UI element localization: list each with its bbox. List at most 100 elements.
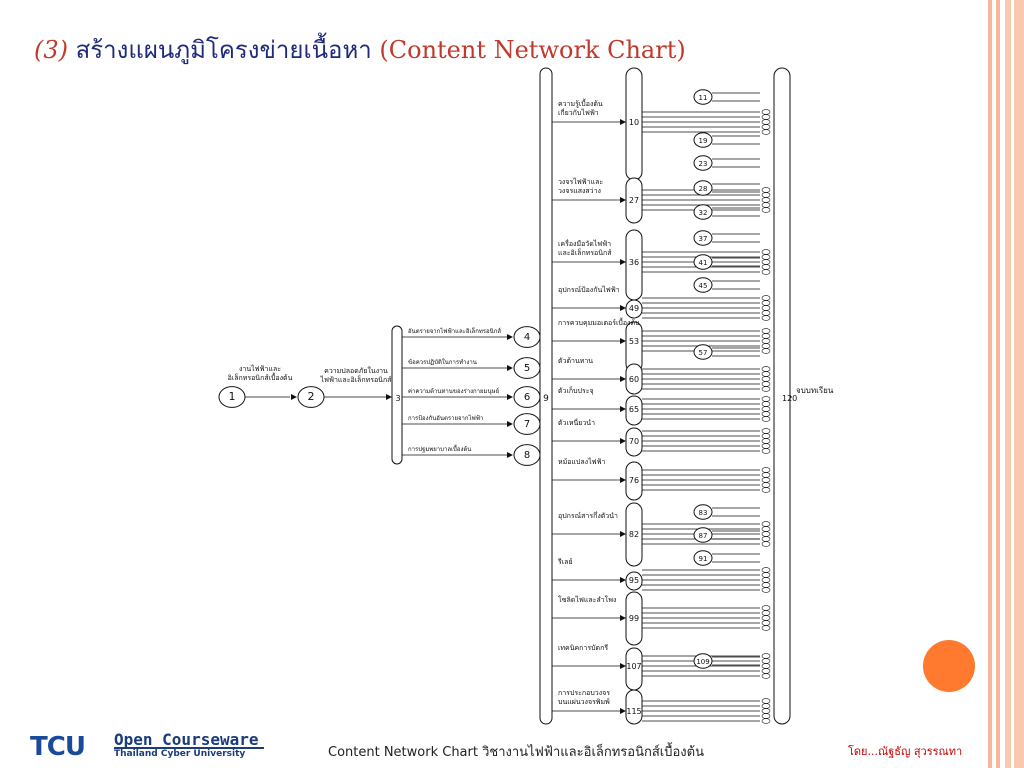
sub-node-41-label: 41 <box>699 259 708 267</box>
leaf-node <box>761 338 771 344</box>
tcu-logo-text: TCU <box>30 732 86 762</box>
leaf-node <box>761 114 771 120</box>
topic-number: 53 <box>629 337 639 346</box>
sub-node-45 <box>693 277 713 293</box>
topic-number: 76 <box>629 476 639 485</box>
chart-arrowhead <box>386 394 392 400</box>
leaf-node <box>761 698 771 704</box>
leaf-node <box>761 718 771 724</box>
safety-topic-label: อันตรายจากไฟฟ้าและอิเล็กทรอนิกส์ <box>408 326 501 335</box>
chart-arrowhead <box>620 438 626 444</box>
sub-node-32-label: 32 <box>699 209 708 217</box>
topic-number: 99 <box>629 614 639 623</box>
chart-arrowhead <box>507 421 513 427</box>
leaf-node <box>761 587 771 593</box>
leaf-node <box>761 541 771 547</box>
topic-bar <box>625 502 643 567</box>
sub-node-11-label: 11 <box>699 94 708 102</box>
sub-node-57-label: 57 <box>699 349 708 357</box>
topic-label: เครื่องมือวัดไฟฟ้าและอิเล็กทรอนิกส์ <box>558 239 612 257</box>
leaf-node <box>761 416 771 422</box>
thailand-cyber-university-text: Thailand Cyber University <box>114 749 246 759</box>
leaf-node <box>761 259 771 265</box>
topic-label: วงจรไฟฟ้าและวงจรแสงสว่าง <box>558 177 603 195</box>
leaf-node <box>761 658 771 664</box>
leaf-node <box>761 582 771 588</box>
leaf-node <box>761 129 771 135</box>
leaf-node <box>761 572 771 578</box>
leaf-node <box>761 487 771 493</box>
safety-topic-label: การป้องกันอันตรายจากไฟฟ้า <box>408 414 483 422</box>
safety-node-5-label: 5 <box>524 363 530 374</box>
leaf-node <box>761 310 771 316</box>
slide-border-stripe <box>988 0 992 768</box>
topic-number: 95 <box>629 576 639 585</box>
topic-label: ตัวต้านทาน <box>558 357 593 365</box>
leaf-node <box>761 536 771 542</box>
leaf-node <box>761 620 771 626</box>
leaf-node <box>761 482 771 488</box>
slide-border-stripe <box>1011 0 1014 768</box>
sub-node-28-label: 28 <box>699 185 708 193</box>
topic-label: ความรู้เบื้องต้นเกี่ยวกับไฟฟ้า <box>558 97 603 117</box>
chart-arrowhead <box>620 615 626 621</box>
leaf-node <box>761 668 771 674</box>
leaf-node <box>761 703 771 709</box>
title-thai: สร้างแผนภูมิโครงข่ายเนื้อหา <box>68 36 380 64</box>
topic-number: 65 <box>629 405 639 414</box>
author-credit: โดย...ณัฐธัญ สุวรรณทา <box>848 745 963 758</box>
leaf-node <box>761 295 771 301</box>
sub-node-87-label: 87 <box>699 532 708 540</box>
topic-label: การประกอบวงจรบนแผ่นวงจรพิมพ์ <box>558 689 610 706</box>
leaf-node <box>761 673 771 679</box>
leaf-node <box>761 249 771 255</box>
bar-3-label: 3 <box>395 394 400 403</box>
sub-node-19-label: 19 <box>699 137 708 145</box>
leaf-node <box>761 197 771 203</box>
title-english: (Content Network Chart) <box>379 36 686 64</box>
topic-number: 107 <box>626 662 641 671</box>
topic-label: ตัวเก็บประจุ <box>558 386 594 395</box>
leaf-node <box>761 315 771 321</box>
chart-arrowhead <box>620 708 626 714</box>
sub-node-11 <box>693 89 713 105</box>
bar-9-label: 9 <box>543 394 549 404</box>
safety-topic-label: ข้อควรปฏิบัติในการทำงาน <box>408 358 477 366</box>
leaf-node <box>761 653 771 659</box>
sub-node-19 <box>693 132 713 148</box>
chart-arrowhead <box>291 394 297 400</box>
leaf-node <box>761 610 771 616</box>
topic-bar <box>625 395 643 426</box>
sub-node-45-label: 45 <box>699 282 708 290</box>
topic-label: รีเลย์ <box>558 558 573 566</box>
leaf-node <box>761 406 771 412</box>
leaf-node <box>761 305 771 311</box>
leaf-node <box>761 401 771 407</box>
leaf-node <box>761 531 771 537</box>
sub-node-109 <box>693 653 713 669</box>
chart-arrowhead <box>620 531 626 537</box>
leaf-node <box>761 386 771 392</box>
leaf-node <box>761 371 771 377</box>
leaf-node <box>761 472 771 478</box>
bar-9 <box>539 67 553 725</box>
leaf-node <box>761 521 771 527</box>
sub-node-109-label: 109 <box>696 658 709 666</box>
title-number: (3) <box>34 36 68 64</box>
topic-number: 60 <box>629 375 639 384</box>
topic-number: 49 <box>629 304 639 313</box>
sub-node-23-label: 23 <box>699 160 708 168</box>
leaf-node <box>761 526 771 532</box>
leaf-node <box>761 663 771 669</box>
chart-arrowhead <box>620 338 626 344</box>
topic-label: อุปกรณ์สารกึ่งตัวนำ <box>558 511 618 520</box>
topic-label: อุปกรณ์ป้องกันไฟฟ้า <box>558 285 620 294</box>
leaf-node <box>761 381 771 387</box>
leaf-node <box>761 411 771 417</box>
decorative-orange-dot <box>923 640 975 692</box>
leaf-node <box>761 625 771 631</box>
topic-label: ตัวเหนี่ยวนำ <box>558 418 595 427</box>
sub-node-37-label: 37 <box>699 235 708 243</box>
sub-node-57 <box>693 344 713 360</box>
